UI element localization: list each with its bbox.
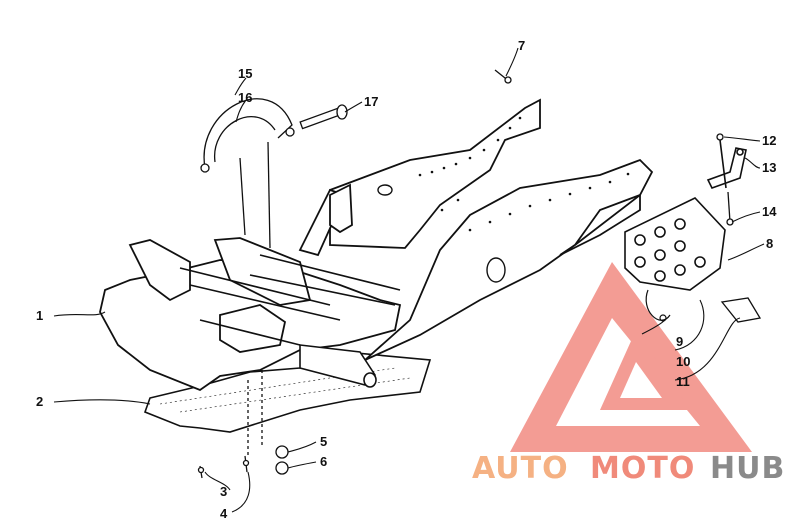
callout-11: 11 [676,374,690,389]
callout-labels: 1 2 3 4 5 6 7 8 9 10 11 12 13 14 15 16 1… [36,38,777,521]
rail-rivets [418,116,630,232]
wire-9-10 [645,289,671,322]
bolt-17 [200,104,348,173]
callout-13: 13 [762,160,776,175]
tunnel-right-rail [364,158,654,361]
logo-triangle-core-cut [620,362,662,398]
callout-4: 4 [220,506,228,521]
watermark-text-auto: AUTO [472,451,569,486]
callout-9: 9 [676,334,683,349]
callout-16: 16 [238,90,252,105]
bracket-11 [720,297,762,323]
bolt-12-14 [716,133,734,226]
leader-lines [53,47,765,513]
callout-12: 12 [762,133,776,148]
cross-bars [179,254,401,346]
callout-7: 7 [518,38,525,53]
watermark-wordmark: AUTO MOTO HUB [472,451,785,486]
callout-17: 17 [364,94,378,109]
steering-tube [299,344,377,388]
callout-14: 14 [762,204,777,219]
callout-8: 8 [766,236,773,251]
callout-5: 5 [320,434,327,449]
front-bulkhead [99,183,402,392]
callout-3: 3 [220,484,227,499]
fasteners [197,69,512,479]
watermark-text-hub: HUB [710,451,785,486]
logo-triangle-core [600,330,690,410]
rail-holes [377,184,506,283]
front-bumper-plate [624,197,726,291]
watermark-text-moto: MOTO [590,451,695,486]
callout-2: 2 [36,394,43,409]
callout-10: 10 [676,354,690,369]
handle-13 [706,139,747,189]
upper-cable-loops [203,98,293,249]
callout-15: 15 [238,66,252,81]
callout-1: 1 [36,308,43,323]
callout-6: 6 [320,454,327,469]
watermark-logo [510,262,752,452]
